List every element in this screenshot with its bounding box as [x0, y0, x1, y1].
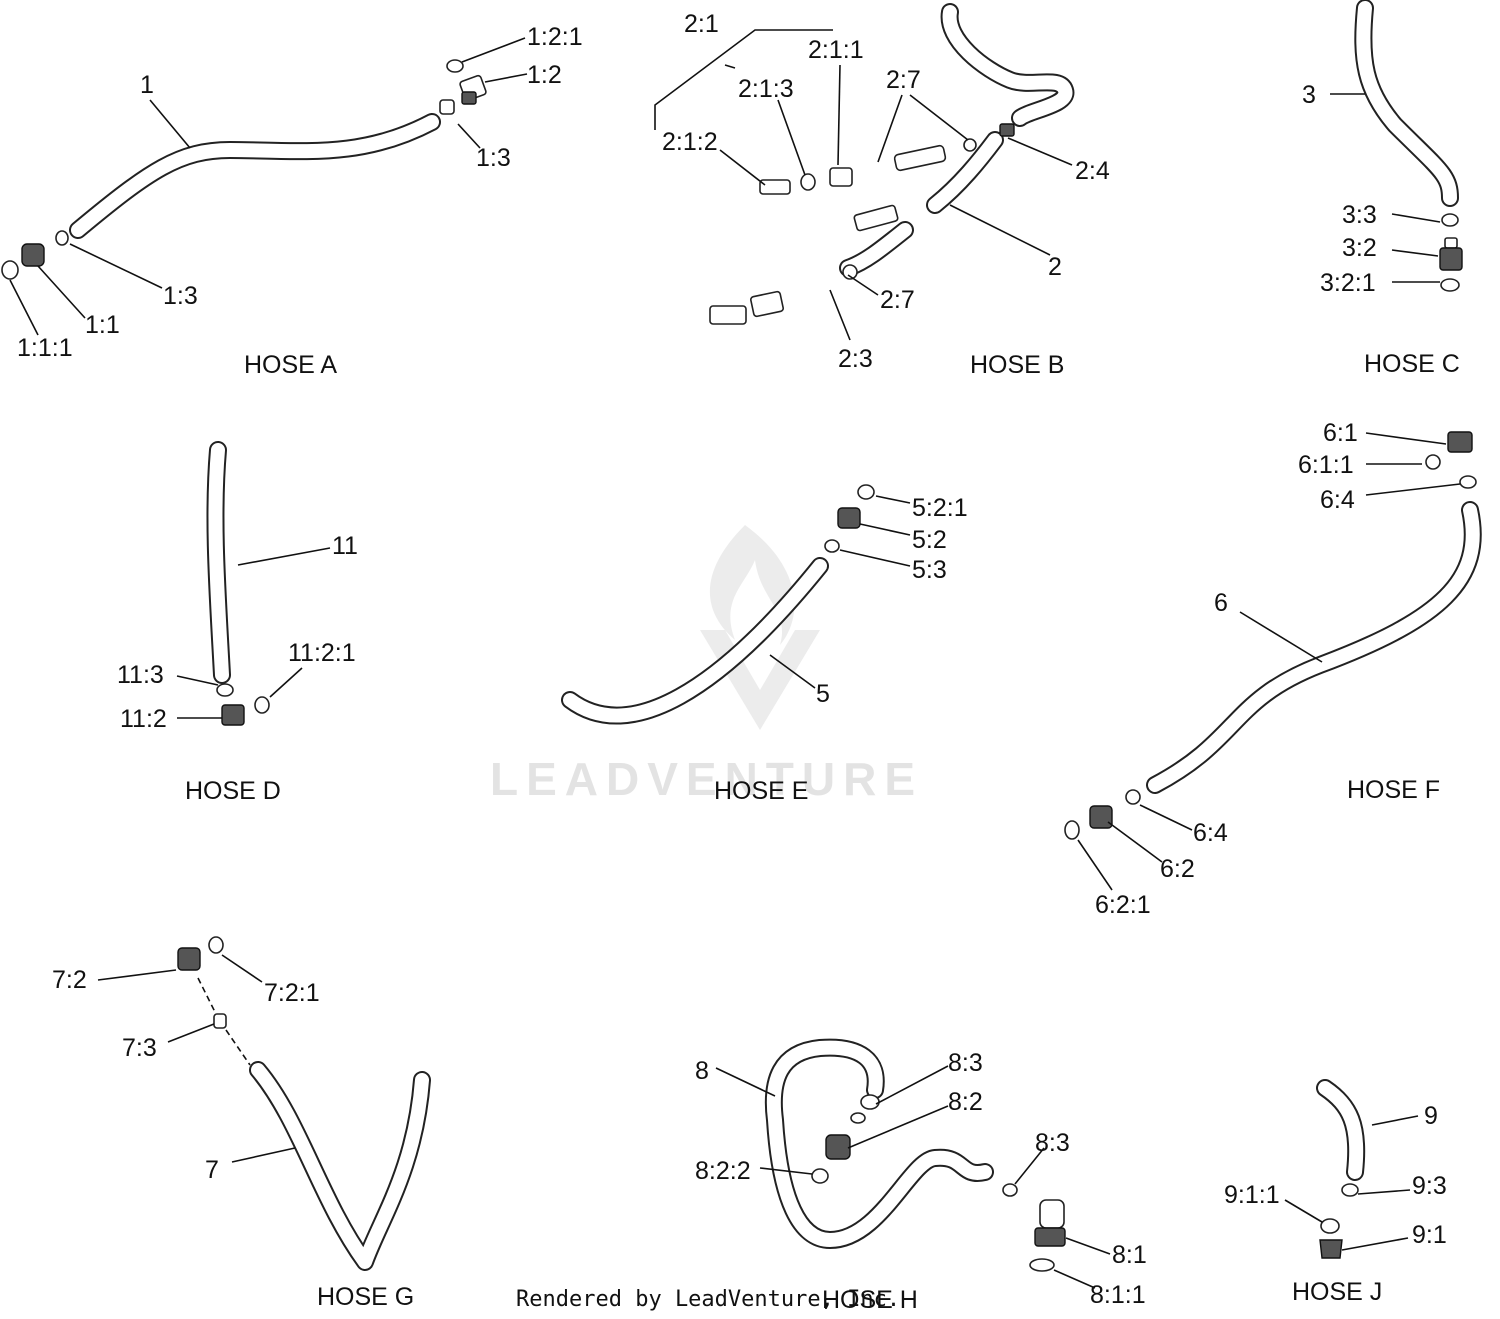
callout-label: 2:7: [880, 286, 915, 314]
callout-label: 8:3: [948, 1049, 983, 1077]
hose-a-title: HOSE A: [244, 351, 337, 379]
callout-label: 3:2:1: [1320, 269, 1376, 297]
callout-label: 8:2:2: [695, 1157, 751, 1185]
hose-f-title: HOSE F: [1347, 776, 1440, 804]
callout-label: 6:4: [1320, 486, 1355, 514]
callout-label: 1: [140, 71, 154, 99]
callout-label: 7: [205, 1156, 219, 1184]
callout-label: 5:3: [912, 556, 947, 584]
hose-h-group: 8 8:3 8:2 8:3 8:2:2 8:1 8:1:1 HOSE H: [695, 1038, 1147, 1314]
hose-g-group: 7:2 7:2:1 7:3 7 HOSE G: [52, 936, 431, 1311]
callout-label: 6:1: [1323, 419, 1358, 447]
hose-j-group: 9 9:3 9:1:1 9:1 HOSE J: [1224, 1079, 1447, 1306]
callout-label: 11:3: [117, 661, 164, 689]
hose-d-group: 11 11:2:1 11:3 11:2 HOSE D: [117, 441, 358, 805]
callout-label: 2:4: [1075, 157, 1110, 185]
callout-label: 2:7: [886, 66, 921, 94]
callout-label: 5:2:1: [912, 494, 968, 522]
hose-b-title: HOSE B: [970, 351, 1064, 379]
callout-label: 6:2: [1160, 855, 1195, 883]
callout-label: 2:1:1: [808, 36, 864, 64]
callout-label: 9:1: [1412, 1221, 1447, 1249]
hose-d-title: HOSE D: [185, 777, 281, 805]
callout-label: 8:2: [948, 1088, 983, 1116]
hose-a-group: 1:2:1 1:2 1 1:3 1:3 1:1 1:1:1 HOSE A: [1, 23, 583, 379]
callout-label: 2:1: [684, 10, 719, 38]
rendered-by-footer: Rendered by LeadVenture, Inc.: [516, 1287, 900, 1312]
callout-label: 3: [1302, 81, 1316, 109]
callout-label: 8:3: [1035, 1129, 1070, 1157]
hose-f-group: 6:1 6:1:1 6:4 6 6:4 6:2 6:2:1 HOSE F: [1064, 419, 1482, 919]
watermark: LEADVENTURE: [490, 525, 923, 805]
callout-label: 1:2: [527, 61, 562, 89]
hose-c-group: 3 3:3 3:2 3:2:1 HOSE C: [1302, 0, 1463, 378]
callout-label: 3:2: [1342, 234, 1377, 262]
hose-e-title: HOSE E: [714, 777, 808, 805]
callout-label: 8:1: [1112, 1241, 1147, 1269]
callout-label: 2:3: [838, 345, 873, 373]
hose-e-group: 5:2:1 5:2 5:3 5 HOSE E: [561, 484, 968, 805]
callout-label: 6:2:1: [1095, 891, 1151, 919]
hose-h-title: HOSE H: [822, 1286, 918, 1314]
callout-label: 3:3: [1342, 201, 1377, 229]
callout-label: 8:1:1: [1090, 1281, 1146, 1309]
callout-label: 7:3: [122, 1034, 157, 1062]
callout-label: 8: [695, 1057, 709, 1085]
callout-label: 5:2: [912, 526, 947, 554]
callout-label: 1:2:1: [527, 23, 583, 51]
callout-label: 1:1:1: [17, 334, 73, 362]
callout-label: 6:1:1: [1298, 451, 1354, 479]
callout-label: 6: [1214, 589, 1228, 617]
callout-label: 7:2: [52, 966, 87, 994]
hose-b-group: 2:1 2:1:1 2:1:3 2:7 2:1:2 2:4 2 2:7 2:3 …: [654, 3, 1110, 379]
callout-label: 1:3: [163, 282, 198, 310]
callout-label: 9: [1424, 1102, 1438, 1130]
callout-label: 1:1: [85, 311, 120, 339]
callout-label: 2:1:2: [662, 128, 718, 156]
callout-label: 5: [816, 680, 830, 708]
callout-label: 1:3: [476, 144, 511, 172]
callout-label: 2:1:3: [738, 75, 794, 103]
hose-j-title: HOSE J: [1292, 1278, 1382, 1306]
callout-label: 2: [1048, 253, 1062, 281]
callout-label: 9:3: [1412, 1172, 1447, 1200]
callout-label: 6:4: [1193, 819, 1228, 847]
hose-g-title: HOSE G: [317, 1283, 414, 1311]
callout-label: 9:1:1: [1224, 1181, 1280, 1209]
callout-label: 11: [332, 532, 358, 560]
callout-label: 11:2: [120, 705, 167, 733]
watermark-text: LEADVENTURE: [490, 753, 923, 805]
callout-label: 7:2:1: [264, 979, 320, 1007]
callout-label: 11:2:1: [288, 639, 356, 667]
hose-c-title: HOSE C: [1364, 350, 1460, 378]
